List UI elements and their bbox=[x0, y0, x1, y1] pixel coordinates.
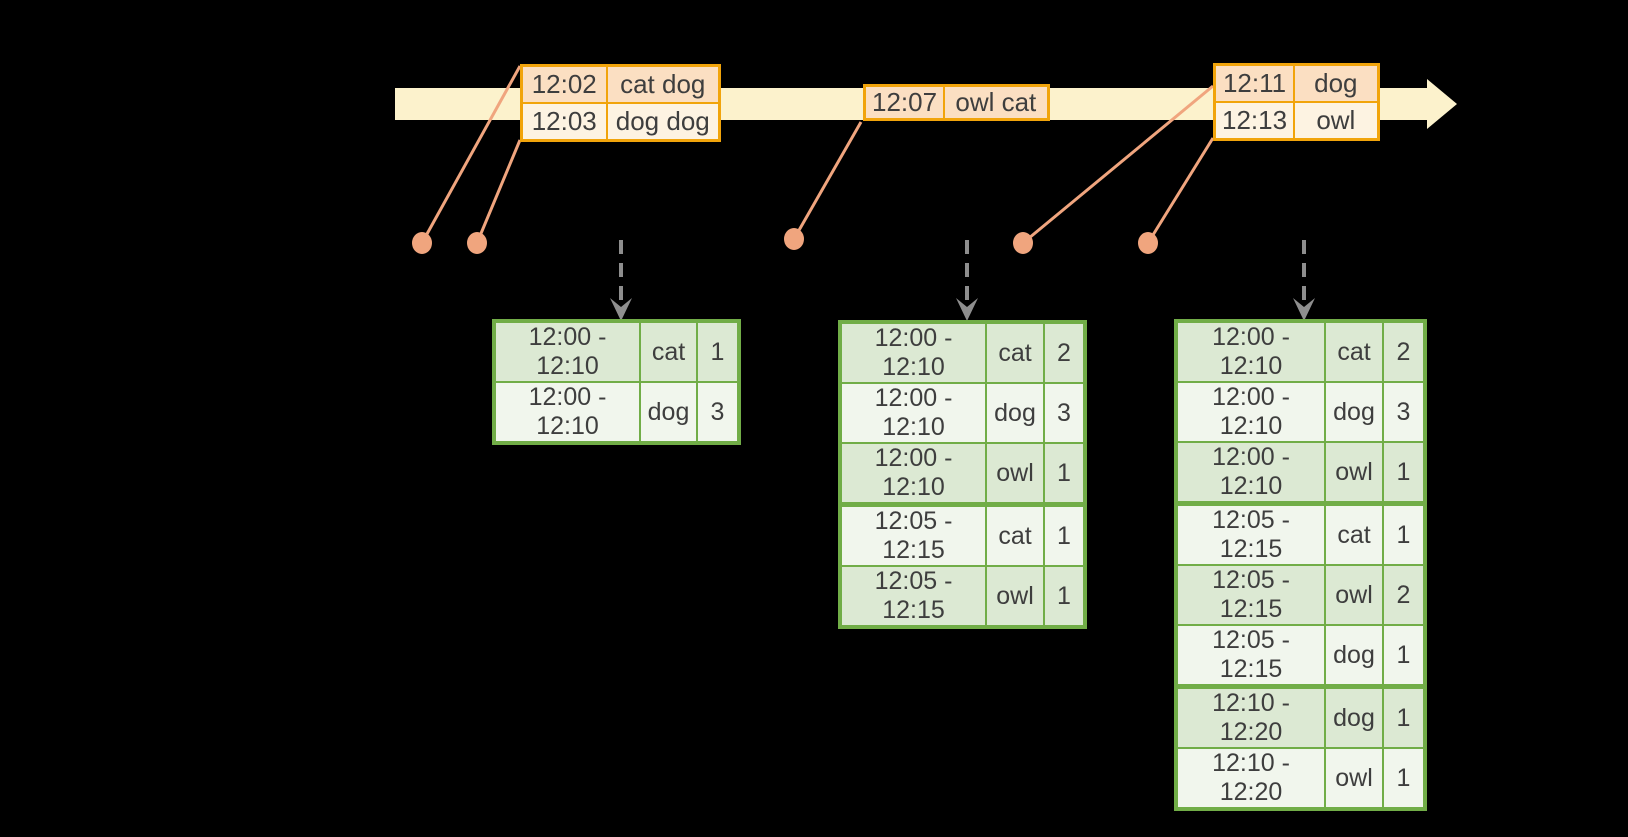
window-cell: 12:00 - 12:10 bbox=[493, 320, 641, 383]
result-row: 12:00 - 12:10 dog 3 bbox=[493, 381, 740, 444]
result-row: 12:00 - 12:10 owl 1 bbox=[1175, 441, 1426, 505]
time-cell: 12:13 bbox=[1213, 101, 1296, 141]
result-row: 12:00 - 12:10 cat 2 bbox=[839, 321, 1086, 384]
count-cell: 1 bbox=[1382, 501, 1426, 566]
event-row: 12:02 cat dog bbox=[520, 64, 721, 104]
count-cell: 1 bbox=[1043, 442, 1086, 506]
word-cell: cat bbox=[985, 502, 1045, 567]
window-cell: 12:00 - 12:10 bbox=[493, 381, 641, 444]
words-cell: owl cat bbox=[943, 84, 1050, 121]
word-cell: dog bbox=[1324, 684, 1384, 749]
word-cell: owl bbox=[985, 565, 1045, 628]
window-cell: 12:00 - 12:10 bbox=[839, 442, 987, 506]
window-cell: 12:00 - 12:10 bbox=[1175, 381, 1326, 443]
event-row: 12:03 dog dog bbox=[520, 102, 721, 142]
time-cell: 12:02 bbox=[520, 64, 608, 104]
result-row: 12:05 - 12:15 cat 1 bbox=[1175, 501, 1426, 566]
result-table-1: 12:00 - 12:10 cat 1 12:00 - 12:10 dog 3 bbox=[492, 319, 741, 445]
window-cell: 12:05 - 12:15 bbox=[1175, 624, 1326, 688]
window-cell: 12:00 - 12:10 bbox=[1175, 320, 1326, 383]
trigger-arrow-2 bbox=[956, 240, 978, 321]
event-row: 12:13 owl bbox=[1213, 101, 1380, 141]
word-cell: cat bbox=[1324, 320, 1384, 383]
count-cell: 3 bbox=[696, 381, 740, 444]
result-row: 12:05 - 12:15 dog 1 bbox=[1175, 624, 1426, 688]
event-table-1: 12:02 cat dog 12:03 dog dog bbox=[520, 64, 721, 142]
word-cell: cat bbox=[1324, 501, 1384, 566]
result-table-3: 12:00 - 12:10 cat 2 12:00 - 12:10 dog 3 … bbox=[1174, 319, 1427, 811]
result-row: 12:00 - 12:10 dog 3 bbox=[1175, 381, 1426, 443]
event-connector-line bbox=[420, 65, 522, 244]
word-cell: dog bbox=[1324, 624, 1384, 688]
event-row: 12:07 owl cat bbox=[863, 84, 1050, 121]
count-cell: 1 bbox=[1382, 747, 1426, 810]
window-cell: 12:10 - 12:20 bbox=[1175, 747, 1326, 810]
word-cell: dog bbox=[1324, 381, 1384, 443]
window-cell: 12:00 - 12:10 bbox=[1175, 441, 1326, 505]
words-cell: owl bbox=[1293, 101, 1380, 141]
window-cell: 12:00 - 12:10 bbox=[839, 382, 987, 444]
window-cell: 12:05 - 12:15 bbox=[839, 502, 987, 567]
count-cell: 3 bbox=[1382, 381, 1426, 443]
result-row: 12:00 - 12:10 dog 3 bbox=[839, 382, 1086, 444]
result-row: 12:05 - 12:15 cat 1 bbox=[839, 502, 1086, 567]
event-table-3: 12:11 dog 12:13 owl bbox=[1213, 63, 1380, 141]
window-cell: 12:10 - 12:20 bbox=[1175, 684, 1326, 749]
result-row: 12:00 - 12:10 cat 1 bbox=[493, 320, 740, 383]
word-cell: dog bbox=[639, 381, 698, 444]
count-cell: 2 bbox=[1382, 564, 1426, 626]
result-row: 12:10 - 12:20 dog 1 bbox=[1175, 684, 1426, 749]
count-cell: 1 bbox=[1043, 565, 1086, 628]
result-row: 12:00 - 12:10 owl 1 bbox=[839, 442, 1086, 506]
event-dot bbox=[412, 232, 432, 254]
window-cell: 12:05 - 12:15 bbox=[839, 565, 987, 628]
event-connector-line bbox=[1022, 84, 1214, 245]
event-dot bbox=[1013, 232, 1033, 254]
count-cell: 2 bbox=[1382, 320, 1426, 383]
event-connector-line bbox=[475, 139, 522, 244]
result-table-2: 12:00 - 12:10 cat 2 12:00 - 12:10 dog 3 … bbox=[838, 320, 1087, 629]
time-cell: 12:03 bbox=[520, 102, 608, 142]
word-cell: cat bbox=[985, 321, 1045, 384]
time-cell: 12:11 bbox=[1213, 63, 1296, 103]
count-cell: 1 bbox=[1382, 684, 1426, 749]
trigger-arrow-1 bbox=[610, 240, 632, 321]
word-cell: owl bbox=[1324, 747, 1384, 810]
word-cell: cat bbox=[639, 320, 698, 383]
window-cell: 12:05 - 12:15 bbox=[1175, 564, 1326, 626]
count-cell: 1 bbox=[1382, 624, 1426, 688]
word-cell: owl bbox=[1324, 441, 1384, 505]
event-table-2: 12:07 owl cat bbox=[863, 84, 1050, 121]
count-cell: 1 bbox=[1382, 441, 1426, 505]
event-connector-line bbox=[792, 121, 863, 240]
event-row: 12:11 dog bbox=[1213, 63, 1380, 103]
event-connector-line bbox=[1146, 137, 1215, 244]
window-cell: 12:05 - 12:15 bbox=[1175, 501, 1326, 566]
window-cell: 12:00 - 12:10 bbox=[839, 321, 987, 384]
word-cell: owl bbox=[985, 442, 1045, 506]
result-row: 12:00 - 12:10 cat 2 bbox=[1175, 320, 1426, 383]
result-row: 12:05 - 12:15 owl 1 bbox=[839, 565, 1086, 628]
count-cell: 1 bbox=[1043, 502, 1086, 567]
result-row: 12:05 - 12:15 owl 2 bbox=[1175, 564, 1426, 626]
word-cell: owl bbox=[1324, 564, 1384, 626]
result-row: 12:10 - 12:20 owl 1 bbox=[1175, 747, 1426, 810]
words-cell: dog dog bbox=[605, 102, 721, 142]
word-cell: dog bbox=[985, 382, 1045, 444]
words-cell: cat dog bbox=[605, 64, 721, 104]
event-dot bbox=[1138, 232, 1158, 254]
trigger-arrow-3 bbox=[1293, 240, 1315, 321]
count-cell: 3 bbox=[1043, 382, 1086, 444]
event-dot bbox=[784, 228, 804, 250]
count-cell: 2 bbox=[1043, 321, 1086, 384]
count-cell: 1 bbox=[696, 320, 740, 383]
event-dot bbox=[467, 232, 487, 254]
time-cell: 12:07 bbox=[863, 84, 946, 121]
words-cell: dog bbox=[1293, 63, 1380, 103]
